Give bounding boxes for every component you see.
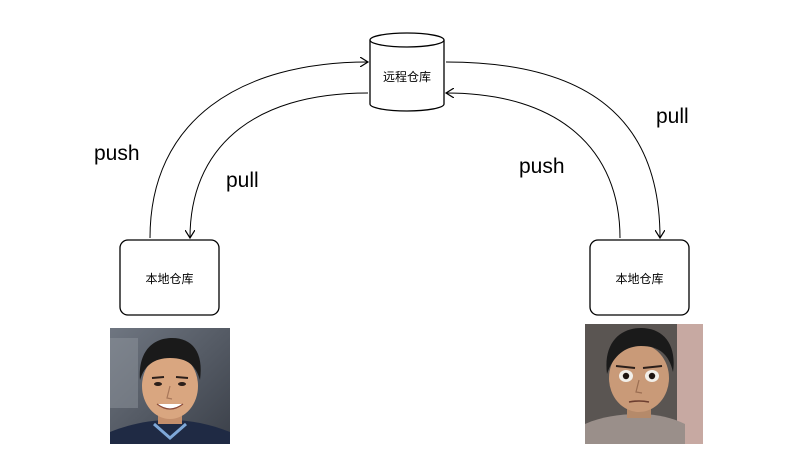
local-repo-left-label: 本地仓库 <box>145 271 193 286</box>
remote-repo-label: 远程仓库 <box>383 69 431 84</box>
left-push-label: push <box>94 142 140 165</box>
remote-repo-node: 远程仓库 <box>369 32 445 112</box>
local-repo-right-node: 本地仓库 <box>589 239 690 316</box>
right-pull-arrow <box>445 61 660 238</box>
right-pull-label: pull <box>656 105 689 128</box>
local-repo-right-label: 本地仓库 <box>615 271 663 286</box>
left-pull-arrow <box>190 92 369 238</box>
right-push-arrow <box>446 93 621 239</box>
developer-right-photo <box>585 324 703 444</box>
left-pull-label: pull <box>226 169 259 192</box>
local-repo-left-node: 本地仓库 <box>119 239 220 316</box>
right-push-label: push <box>519 155 565 178</box>
developer-left-photo <box>110 328 230 444</box>
left-push-arrow <box>149 62 368 239</box>
